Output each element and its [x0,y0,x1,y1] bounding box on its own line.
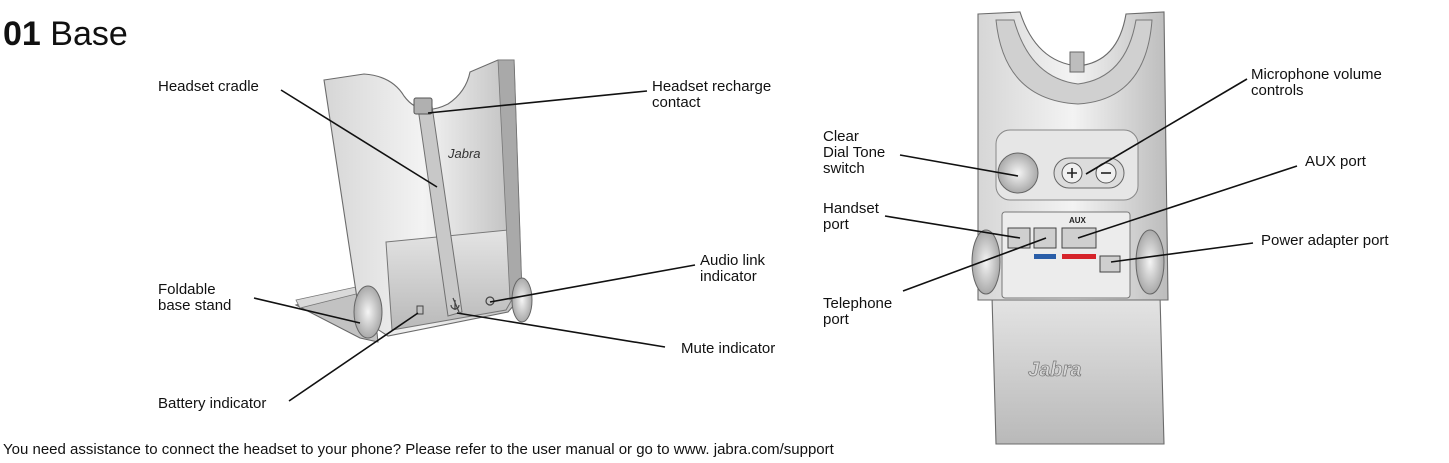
leader-telephone-port [902,237,1047,292]
battery-indicator-shape [416,305,424,315]
label-mute-indicator: Mute indicator [681,340,776,357]
label-clear-dial-tone-switch: Clear Dial Tone switch [823,128,886,177]
label-headset-cradle: Headset cradle [158,78,259,95]
plus-symbol [1067,168,1077,178]
brand-logo-right: Jabra [1028,359,1081,381]
section-number: 01 [3,15,41,53]
blue-color-strip [1034,254,1056,259]
label-handset-port: Handset port [823,200,879,233]
mute-indicator-shape [450,297,460,313]
label-telephone-port: Telephone port [823,295,893,328]
right-hinge [511,277,533,323]
red-color-strip [1062,254,1096,259]
section-name: Base [50,15,128,53]
leader-aux-port [1077,165,1298,239]
leader-handset-port [884,215,1021,239]
recharge-contact-shape [413,97,433,115]
back-right-hinge [1135,229,1165,295]
label-battery-indicator: Battery indicator [158,395,267,412]
label-power-adapter-port: Power adapter port [1261,232,1389,249]
power-port-shape [1099,255,1121,273]
left-hinge [353,285,383,339]
support-footer-text: You need assistance to connect the heads… [3,441,834,458]
label-foldable-base-stand: Foldable base stand [158,281,232,314]
leader-lines [253,78,1298,402]
page-title: 01 Base [3,14,128,54]
leader-audio-link [489,264,696,303]
leader-recharge-contact [427,90,648,114]
label-aux-port: AUX port [1305,153,1366,170]
leader-mute [456,312,666,348]
base-perspective-illustration: Jabra [294,59,533,343]
leader-foldable-stand [253,297,361,324]
leader-battery [288,312,419,402]
back-post [1069,51,1085,73]
label-headset-recharge-contact: Headset recharge contact [652,78,772,111]
back-left-hinge [971,229,1001,295]
label-microphone-volume-controls: Microphone volume controls [1251,66,1382,99]
aux-port-marking: AUX [1069,216,1087,225]
brand-logo-left: Jabra [447,146,481,161]
base-back-illustration: AUX Jabra [971,11,1169,445]
leader-mic-volume [1085,78,1248,175]
label-audio-link-indicator: Audio link indicator [700,252,766,285]
leader-power-adapter [1110,242,1254,263]
leader-dial-tone [899,154,1019,177]
leader-headset-cradle [280,89,438,188]
back-cradle-cutout [995,19,1153,105]
